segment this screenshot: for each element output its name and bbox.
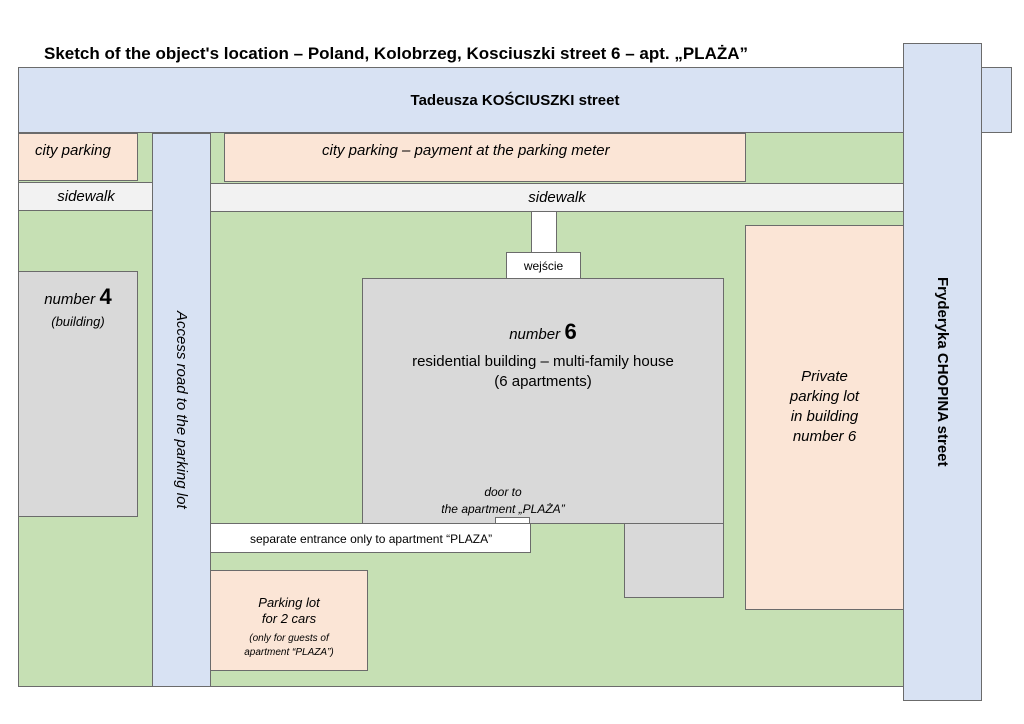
guest-parking-line2: for 2 cars (261, 611, 317, 626)
private-parking-line4: number 6 (792, 428, 857, 445)
building-6-annex (624, 523, 724, 598)
kosciuszki-street: Tadeusza KOŚCIUSZKI street (18, 67, 1012, 133)
building-6-number: 6 (564, 319, 577, 344)
separate-entrance-label: separate entrance only to apartment “PLA… (250, 532, 493, 546)
private-parking-lot: Private parking lot in building number 6 (745, 225, 904, 610)
building-6-prefix: number (509, 326, 561, 343)
guest-parking-lot: Parking lot for 2 cars (only for guests … (210, 570, 368, 671)
private-parking-line3: in building (790, 408, 859, 425)
entrance-wejscie: wejście (506, 252, 581, 280)
sidewalk-left-label: sidewalk (57, 188, 115, 205)
access-road: Access road to the parking lot (152, 133, 211, 687)
access-road-label: Access road to the parking lot (173, 311, 190, 509)
chopina-street: Fryderyka CHOPINA street (903, 43, 982, 701)
entrance-path (531, 211, 557, 253)
separate-entrance: separate entrance only to apartment “PLA… (210, 523, 531, 553)
building-4-prefix: number (44, 291, 96, 308)
city-parking-left: city parking (18, 133, 138, 181)
building-6-line1: residential building – multi-family hous… (412, 353, 674, 370)
sidewalk-left: sidewalk (18, 182, 154, 211)
building-4-note: (building) (51, 314, 105, 329)
city-parking-left-label: city parking (35, 142, 111, 159)
entrance-label: wejście (523, 259, 564, 273)
guest-parking-note1: (only for guests of (249, 633, 329, 644)
guest-parking-line1: Parking lot (258, 595, 320, 610)
private-parking-line1: Private (801, 368, 848, 385)
chopina-street-label: Fryderyka CHOPINA street (934, 277, 951, 467)
private-parking-line2: parking lot (789, 388, 860, 405)
sidewalk-main-label: sidewalk (528, 189, 586, 206)
guest-parking-note2: apartment “PLAZA”) (244, 647, 334, 658)
building-4-number: 4 (99, 284, 112, 309)
city-parking-main-label: city parking – payment at the parking me… (322, 142, 610, 159)
building-number-4: number 4 (building) (18, 271, 138, 517)
map-title: Sketch of the object's location – Poland… (44, 44, 749, 63)
kosciuszki-street-label: Tadeusza KOŚCIUSZKI street (410, 91, 620, 109)
door-label-line2: the apartment „PLAŻA” (441, 502, 565, 516)
building-6-line2: (6 apartments) (494, 373, 592, 390)
sidewalk-main: sidewalk (210, 183, 904, 212)
building-number-6: number 6 residential building – multi-fa… (362, 278, 724, 524)
door-label-line1: door to (484, 485, 522, 499)
city-parking-main: city parking – payment at the parking me… (224, 133, 746, 182)
